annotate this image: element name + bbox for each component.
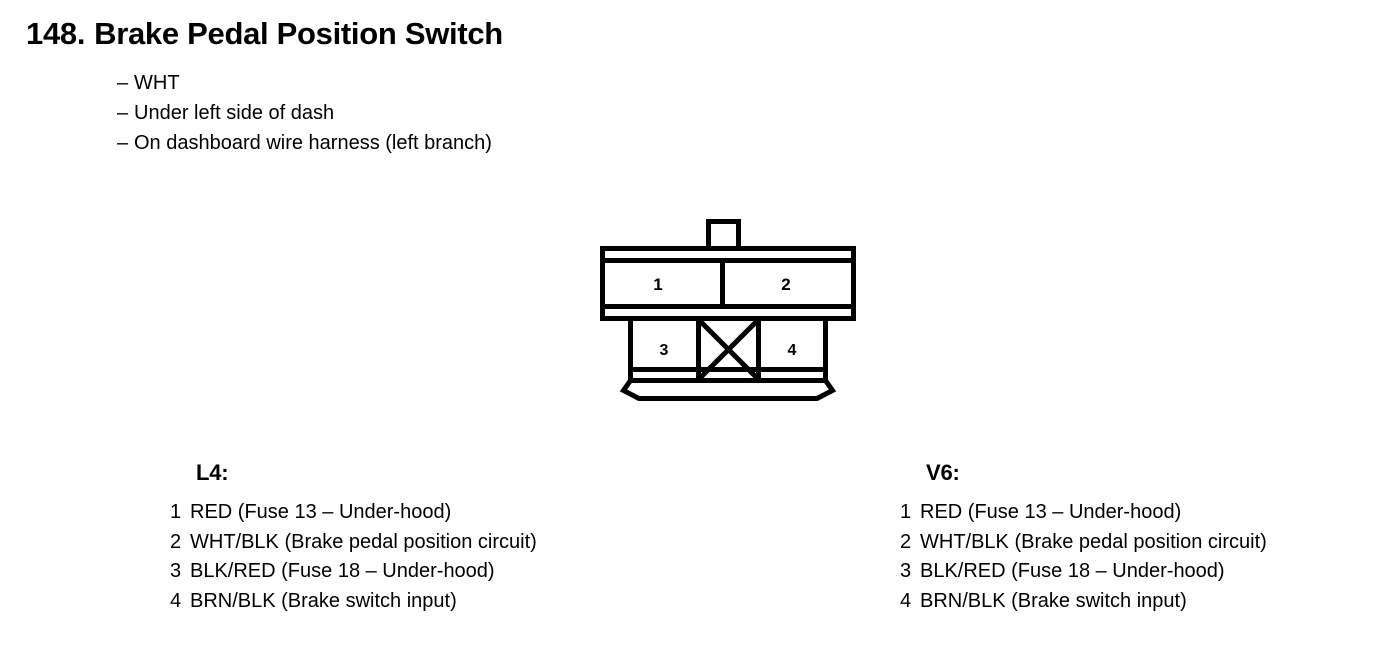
pinout-row: 3 BLK/RED (Fuse 18 – Under-hood) <box>900 557 1267 587</box>
pinout-row-index: 1 <box>900 501 912 523</box>
spec-item-label: Under left side of dash <box>134 102 335 124</box>
pinout-row-text: BLK/RED (Fuse 18 – Under-hood) <box>920 560 1225 582</box>
page-title-number: 148. <box>26 16 86 51</box>
pinout-row-text: WHT/BLK (Brake pedal position circuit) <box>190 530 537 553</box>
connector-latch-tab <box>706 219 741 249</box>
connector-base-skirt <box>619 379 837 401</box>
pinout-column-v6: V6: 1 RED (Fuse 13 – Under-hood) 2 WHT/BLK… <box>900 460 1267 616</box>
page-title-text: Brake Pedal Position Switch <box>94 16 503 51</box>
pinout-row-text: BRN/BLK (Brake switch input) <box>920 589 1187 612</box>
spec-item: –WHT <box>117 68 492 98</box>
spec-item-label: On dashboard wire harness (left branch) <box>134 132 492 154</box>
pinout-heading-l4: L4: <box>196 460 229 485</box>
dash-bullet-icon: – <box>117 72 129 94</box>
pin-number-1: 1 <box>653 275 662 294</box>
pin-number-2: 2 <box>781 275 790 294</box>
pinout-row-text: WHT/BLK (Brake pedal position circuit) <box>920 530 1267 553</box>
connector-drawing: 1 2 3 4 <box>600 219 856 401</box>
pinout-row: 2 WHT/BLK (Brake pedal position circuit) <box>170 528 537 558</box>
pinout-row: 4 BRN/BLK (Brake switch input) <box>170 587 537 617</box>
pinout-column-l4: L4: 1 RED (Fuse 13 – Under-hood) 2 WHT/BLK… <box>170 460 537 616</box>
pinout-list-l4: 1 RED (Fuse 13 – Under-hood) 2 WHT/BLK (Br… <box>170 498 537 616</box>
pinout-row-index: 4 <box>900 589 912 612</box>
pinout-row-index: 4 <box>170 589 182 612</box>
pinout-row-text: BRN/BLK (Brake switch input) <box>190 589 457 612</box>
pinout-row-index: 1 <box>170 501 182 523</box>
spec-item-label: WHT <box>134 72 180 94</box>
pinout-list-v6: 1 RED (Fuse 13 – Under-hood) 2 WHT/BLK (Br… <box>900 498 1267 616</box>
pinout-row: 3 BLK/RED (Fuse 18 – Under-hood) <box>170 557 537 587</box>
pin-number-3: 3 <box>660 342 669 359</box>
pinout-row-index: 2 <box>900 530 912 553</box>
pinout-row-text: RED (Fuse 13 – Under-hood) <box>920 501 1182 523</box>
spec-list: –WHT –Under left side of dash –On dashbo… <box>117 68 492 158</box>
page-title: 148.Brake Pedal Position Switch <box>26 16 503 52</box>
pinout-row-text: RED (Fuse 13 – Under-hood) <box>190 501 452 523</box>
pinout-row-index: 3 <box>900 560 912 582</box>
pinout-row: 1 RED (Fuse 13 – Under-hood) <box>900 498 1267 528</box>
connector-lower-shell <box>628 316 828 383</box>
pinout-row-index: 2 <box>170 530 182 553</box>
dash-bullet-icon: – <box>117 132 129 154</box>
pinout-row-index: 3 <box>170 560 182 582</box>
connector-diagram: 1 2 3 4 <box>592 212 864 404</box>
spec-item: –Under left side of dash <box>117 98 492 128</box>
pin-number-4: 4 <box>788 342 797 359</box>
blocked-cavity-x-icon <box>697 318 760 381</box>
pinout-row: 1 RED (Fuse 13 – Under-hood) <box>170 498 537 528</box>
spec-item: –On dashboard wire harness (left branch) <box>117 128 492 158</box>
dash-bullet-icon: – <box>117 102 129 124</box>
pinout-row: 4 BRN/BLK (Brake switch input) <box>900 587 1267 617</box>
pinout-row-text: BLK/RED (Fuse 18 – Under-hood) <box>190 560 495 582</box>
pinout-row: 2 WHT/BLK (Brake pedal position circuit) <box>900 528 1267 558</box>
pinout-heading-v6: V6: <box>926 460 960 485</box>
